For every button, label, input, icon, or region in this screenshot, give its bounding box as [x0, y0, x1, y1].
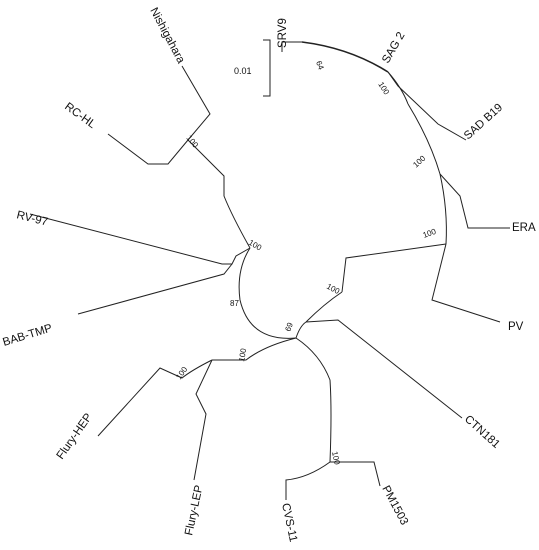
tip-label-rv97: RV-97 — [15, 209, 49, 228]
tip-label-pm1503: PM1503 — [379, 484, 410, 527]
tip-label-sag2: SAG 2 — [380, 30, 407, 65]
clade-sad-era-pv — [281, 41, 510, 323]
tip-label-pv: PV — [508, 321, 524, 333]
tip-label-flury-hep: Flury-HEP — [55, 411, 95, 462]
bootstrap-root-87: 87 — [230, 299, 239, 308]
bootstrap-values: 64 100 100 100 100 69 100 100 100 87 100… — [174, 60, 437, 466]
clade-pm-cvs-flury — [97, 337, 381, 500]
bootstrap-rv97-group: 100 — [247, 238, 264, 253]
bootstrap-era-group: 100 — [411, 153, 427, 169]
bootstrap-ctn181-pm-cvs: 69 — [283, 321, 295, 333]
tip-label-nishigahara: Nishigahara — [147, 6, 187, 66]
bootstrap-pv-group: 100 — [422, 227, 438, 240]
tip-label-rc-hl: RC-HL — [62, 101, 98, 132]
tip-label-era: ERA — [512, 222, 536, 234]
tip-label-cvs11: CVS-11 — [279, 502, 299, 543]
scale-bar: 0.01 — [234, 39, 271, 97]
bootstrap-flury-pair: 100 — [174, 365, 189, 382]
clade-ctn-pm-cvs — [295, 291, 463, 419]
scale-bar-label: 0.01 — [234, 66, 252, 76]
bootstrap-sad-group: 100 — [376, 80, 391, 97]
tip-label-ctn181: CTN181 — [462, 413, 502, 451]
tip-label-bab-tmp: BAB-TMP — [1, 322, 54, 349]
tip-label-sadb19: SAD B19 — [462, 102, 505, 143]
tip-labels: SRV9 SAG 2 SAD B19 ERA PV CTN181 PM1503 … — [1, 6, 536, 543]
bootstrap-flury-group: 100 — [237, 347, 248, 362]
clade-root — [29, 65, 297, 339]
bootstrap-rc-nishi: 100 — [184, 134, 200, 150]
tip-label-flury-lep: Flury-LEP — [183, 484, 205, 537]
bootstrap-srv9-sag2: 64 — [314, 60, 326, 72]
bootstrap-pm-cvs: 100 — [330, 451, 342, 466]
tip-label-srv9: SRV9 — [277, 18, 289, 48]
